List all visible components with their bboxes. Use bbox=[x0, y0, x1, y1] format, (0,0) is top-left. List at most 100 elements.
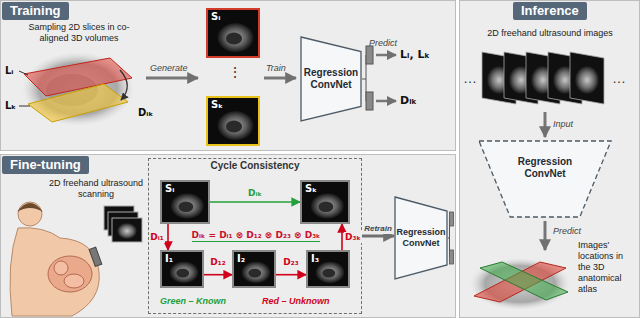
flow-arrow bbox=[544, 112, 547, 137]
panel-title: Fine-tuning bbox=[2, 156, 89, 174]
pregnant-woman-illustration bbox=[64, 274, 84, 288]
annotation-text: … bbox=[463, 70, 477, 86]
pregnant-woman-illustration bbox=[89, 247, 102, 266]
inference-stack bbox=[575, 66, 599, 94]
output-bars bbox=[450, 212, 454, 226]
connector-arrow bbox=[276, 274, 306, 276]
ultrasound-image bbox=[322, 269, 335, 278]
annotation-text: Lᵢ, Lₖ bbox=[400, 48, 430, 61]
regression-network: Regression ConvNet bbox=[478, 140, 612, 218]
regression-network: Regression ConvNet bbox=[300, 36, 362, 122]
annotation-text: Train bbox=[266, 63, 286, 74]
panel-title: Training bbox=[2, 2, 69, 20]
annotation-text: Red – Unknown bbox=[262, 296, 330, 307]
volume-illustration bbox=[24, 58, 132, 96]
ultrasound-image bbox=[218, 111, 254, 140]
atlas-illustration bbox=[470, 258, 570, 310]
slice-image: Sₖ bbox=[206, 96, 260, 146]
annotation-text: ⋮ bbox=[228, 64, 242, 80]
flow-arrow bbox=[376, 100, 396, 103]
output-bars bbox=[362, 46, 454, 264]
network-outline bbox=[479, 141, 611, 217]
output-bars bbox=[362, 55, 366, 101]
ultrasound-image bbox=[226, 33, 242, 45]
volume-illustration bbox=[19, 52, 134, 126]
annotation-text: Images' locations in the 3D anatomical a… bbox=[578, 240, 636, 295]
regression-network: Regression ConvNet bbox=[394, 196, 448, 280]
annotation-text: Lₖ bbox=[5, 99, 16, 112]
image-label: Sₖ bbox=[208, 98, 258, 112]
edge-label: D₃ₖ bbox=[344, 232, 362, 243]
annotation-text: Green – Known bbox=[160, 296, 226, 307]
edge-label: Dᵢₖ bbox=[247, 188, 263, 199]
volume-illustration bbox=[120, 70, 127, 100]
annotation-text: Sampling 2D slices in co-aligned 3D volu… bbox=[22, 22, 136, 44]
inference-stack bbox=[570, 52, 604, 104]
slice-image: I₁ bbox=[160, 250, 204, 288]
panel-ground bbox=[460, 1, 640, 318]
network-outline bbox=[301, 37, 361, 121]
box-title: Cycle Consistency bbox=[148, 160, 362, 172]
network-label: Regression ConvNet bbox=[302, 67, 360, 91]
edge-label: D₂₃ bbox=[282, 257, 299, 268]
image-label: Sᵢ bbox=[208, 10, 258, 24]
ultrasound-image bbox=[248, 269, 261, 278]
slice-image: I₂ bbox=[232, 250, 276, 288]
inference-stack bbox=[482, 52, 604, 104]
annotation-text: Lᵢ bbox=[5, 64, 14, 77]
network-label: Regression ConvNet bbox=[396, 227, 446, 249]
ultrasound-image bbox=[171, 193, 204, 219]
ultrasound-image bbox=[170, 262, 199, 284]
flow-arrow bbox=[376, 54, 396, 57]
ultrasound-image bbox=[179, 202, 194, 212]
ultrasound-image bbox=[311, 193, 344, 219]
scan-stack bbox=[104, 206, 142, 242]
annotation-text: 2D freehand ultrasound scanning bbox=[44, 178, 148, 200]
annotation-text: Generate bbox=[150, 63, 188, 74]
slice-image: Sₖ bbox=[300, 180, 350, 224]
flow-arrow bbox=[544, 221, 547, 250]
image-label: I₂ bbox=[234, 252, 274, 266]
pregnant-woman-illustration bbox=[48, 256, 92, 292]
output-bars bbox=[450, 250, 454, 264]
network-outline bbox=[395, 197, 447, 279]
volume-illustration bbox=[28, 84, 128, 122]
edge-label: Dᵢ₁ bbox=[149, 232, 164, 243]
ultrasound-image bbox=[242, 262, 271, 284]
pregnant-woman-illustration bbox=[10, 202, 102, 316]
annotation-text: Input bbox=[553, 119, 573, 130]
panel: InferenceRegression ConvNet bbox=[459, 0, 640, 318]
output-bars bbox=[366, 92, 373, 110]
annotation-text: Dᵢₖ bbox=[138, 106, 153, 119]
annotation-text: Dᵢₖ = Dᵢ₁ ⊗ D₁₂ ⊗ D₂₃ ⊗ D₃ₖ bbox=[192, 229, 321, 242]
flow-arrow bbox=[264, 77, 296, 80]
ultrasound-image bbox=[226, 121, 242, 133]
panel-title: Inference bbox=[513, 2, 587, 20]
pregnant-woman-illustration bbox=[18, 202, 42, 226]
pregnant-woman-illustration bbox=[54, 261, 68, 275]
ultrasound-image bbox=[319, 202, 334, 212]
annotation-text: Predict bbox=[553, 226, 581, 237]
ultrasound-image bbox=[316, 262, 345, 284]
pregnant-woman-illustration bbox=[17, 203, 43, 212]
panel-ground bbox=[1, 155, 456, 318]
annotation-text: Predict bbox=[369, 38, 397, 49]
image-label: I₁ bbox=[162, 252, 202, 266]
connector-arrow bbox=[362, 235, 394, 238]
slice-image: I₃ bbox=[306, 250, 350, 288]
volume-illustration bbox=[19, 106, 30, 107]
image-label: Sₖ bbox=[302, 182, 348, 196]
scan-stack bbox=[117, 223, 137, 239]
connector-arrow bbox=[204, 274, 232, 276]
connector-arrow bbox=[341, 224, 343, 250]
annotation-text: 2D freehand ultrasound images bbox=[463, 28, 637, 39]
connector-arrow bbox=[210, 201, 300, 203]
annotation-text: … bbox=[612, 70, 626, 86]
network-label: Regression ConvNet bbox=[501, 156, 589, 180]
scan-stack bbox=[112, 218, 142, 242]
image-label: I₃ bbox=[308, 252, 348, 266]
slice-image: Sᵢ bbox=[160, 180, 210, 224]
